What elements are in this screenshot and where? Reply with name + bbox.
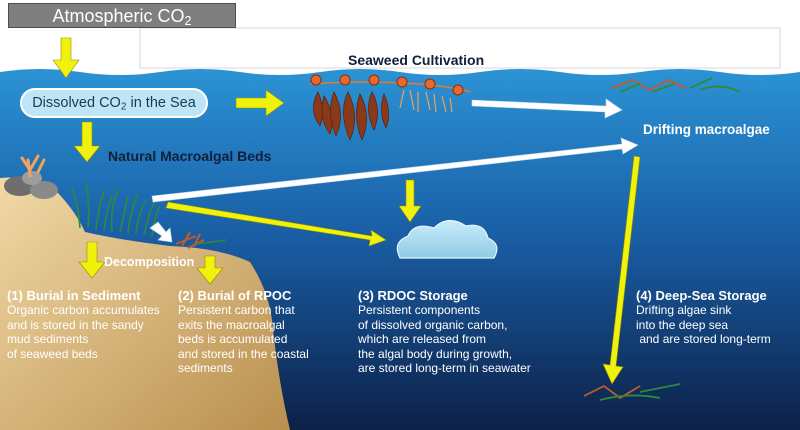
carbon-flow-arrows — [52, 37, 641, 385]
dissolved-co2-label: Dissolved CO — [32, 95, 121, 111]
storage-line: Persistent carbon that — [178, 303, 295, 317]
storage-line: which are released from — [358, 332, 487, 346]
arrow-cultivation-rdoc — [398, 179, 422, 223]
storage-line: Organic carbon accumulates — [7, 303, 160, 317]
storage-title: (3) RDOC Storage — [358, 288, 468, 303]
dissolved-co2-subscript: 2 — [120, 101, 127, 113]
arrow-to-sediment — [78, 241, 106, 279]
storage-line: are stored long-term in seawater — [358, 361, 531, 375]
arrow-right-cultivation — [235, 89, 285, 117]
coral-icon — [20, 154, 46, 178]
arrow-to-rpoc — [196, 255, 224, 285]
storage-line: the algal body during growth, — [358, 346, 513, 361]
sky-panel — [139, 27, 781, 69]
arrow-beds-drift — [151, 137, 639, 203]
storage-line: of seaweed beds — [7, 346, 98, 361]
storage-line: into the deep sea — [636, 317, 729, 332]
atmospheric-co2-label: Atmospheric CO — [52, 6, 185, 26]
seaweed-cultivation-rig — [309, 74, 471, 142]
storage-block-deepsea: (4) Deep-Sea Storage Drifting algae sink… — [636, 288, 771, 347]
storage-line: and stored in the coastal — [178, 346, 309, 361]
arrow-cultivation-drift — [471, 98, 623, 119]
rpoc-algae-icon — [175, 231, 227, 249]
storage-title: (4) Deep-Sea Storage — [636, 288, 767, 303]
storage-title: (2) Burial of RPOC — [178, 288, 292, 303]
storage-block-rpoc: (2) Burial of RPOC Persistent carbon tha… — [178, 288, 309, 376]
coastal-sediment — [0, 177, 290, 430]
drifting-macroalgae-label: Drifting macroalgae — [643, 122, 770, 137]
storage-block-rdoc: (3) RDOC Storage Persistent components o… — [358, 288, 531, 376]
storage-block-sediment: (1) Burial in Sediment Organic carbon ac… — [7, 288, 160, 361]
storage-line: of dissolved organic carbon, — [358, 317, 508, 332]
arrow-drift-deepsea — [602, 155, 641, 385]
storage-line: mud sediments — [7, 332, 89, 346]
storage-line: and are stored long-term — [636, 332, 771, 346]
storage-title: (1) Burial in Sediment — [7, 288, 141, 303]
storage-line: beds is accumulated — [178, 332, 288, 346]
storage-line: Drifting algae sink — [636, 303, 732, 317]
storage-line: and is stored in the sandy — [7, 317, 144, 332]
deep-sea-algae-icon — [583, 383, 681, 401]
atmospheric-co2-box: Atmospheric CO2 — [8, 3, 236, 28]
storage-line: exits the macroalgal — [178, 317, 285, 332]
arrow-beds-rdoc — [165, 201, 387, 247]
atmospheric-co2-subscript: 2 — [184, 14, 192, 29]
dissolved-co2-tail: in the Sea — [126, 95, 196, 111]
seaweed-cultivation-label: Seaweed Cultivation — [348, 52, 485, 68]
rock-cluster — [4, 171, 58, 199]
arrow-down-atmosphere — [52, 37, 80, 79]
arrow-down-beds — [73, 121, 101, 163]
surface-drifting-algae-icon — [611, 77, 741, 93]
arrow-decomposition — [149, 221, 173, 243]
natural-beds-label: Natural Macroalgal Beds — [108, 148, 272, 164]
storage-line: sediments — [178, 361, 233, 375]
dissolved-co2-pill: Dissolved CO2 in the Sea — [20, 88, 208, 118]
decomposition-label: Decomposition — [104, 255, 195, 269]
rdoc-cloud — [396, 219, 498, 259]
drift-arrows — [149, 98, 639, 243]
seagrass-bed — [71, 183, 161, 237]
storage-line: Persistent components — [358, 303, 481, 317]
